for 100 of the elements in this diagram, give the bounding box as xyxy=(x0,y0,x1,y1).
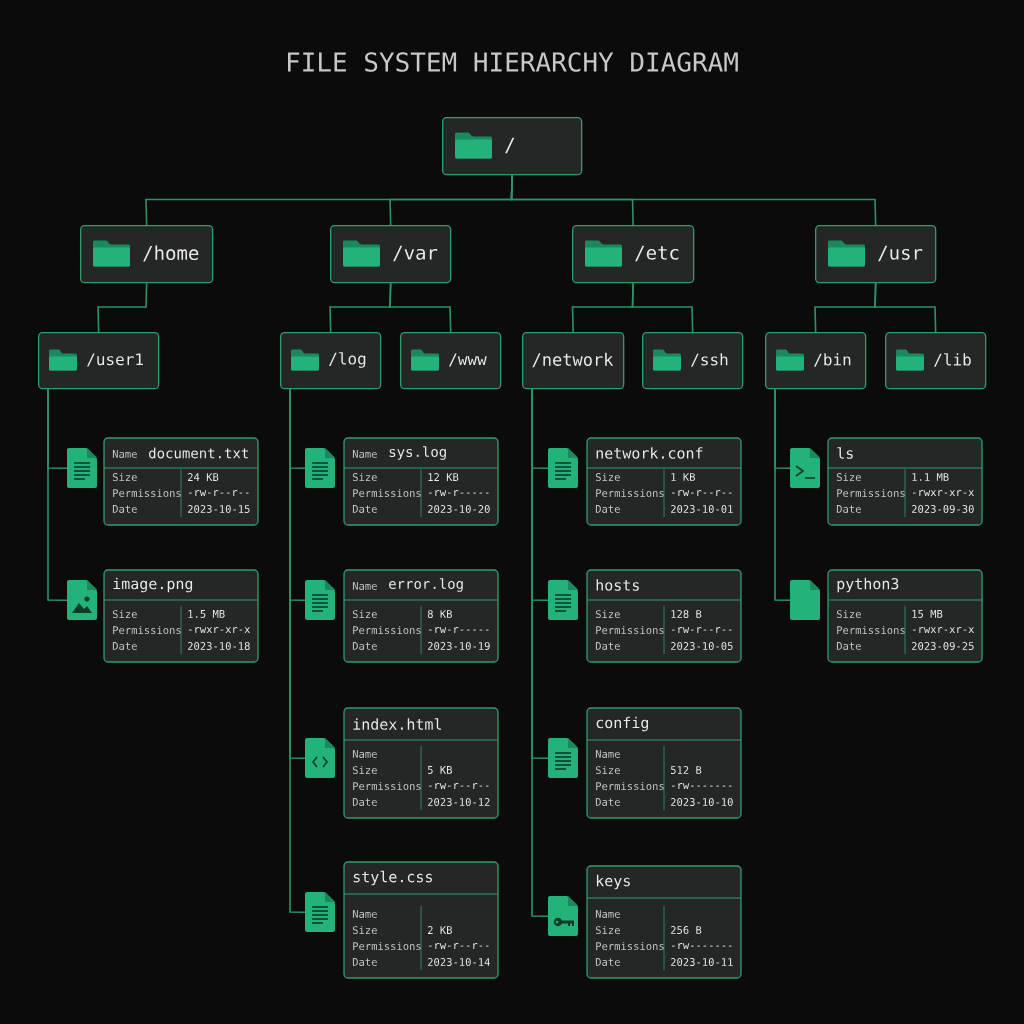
node-label: 2023-10-12 xyxy=(427,798,490,806)
node-label: 2 KB xyxy=(427,926,452,934)
node-label: -rwxr-xr-x xyxy=(189,627,251,633)
node-label: 12 KB xyxy=(428,473,459,481)
node-label: Permissions xyxy=(837,488,905,498)
folder-box: /lib xyxy=(885,332,987,390)
folder-box: /bin xyxy=(765,332,867,390)
node-label: 2023-10-01 xyxy=(671,505,733,513)
node-label: Permissions xyxy=(596,488,664,498)
node-label: Permissions xyxy=(837,625,905,635)
node-label: -rw------- xyxy=(672,943,732,949)
folder-box: /user1 xyxy=(38,332,160,390)
node-label: Size xyxy=(112,609,137,619)
node-label: Size xyxy=(352,472,377,482)
node-label: 15 MB xyxy=(912,610,943,618)
node-label: sys.log xyxy=(389,446,446,460)
folder-box: /log xyxy=(280,332,382,390)
node-label: Name xyxy=(352,582,377,590)
node-label: Size xyxy=(112,472,137,482)
file-card: style.css Name Size 2 KB Permissions -rw-r--r-- Date 2023-10-14 xyxy=(343,861,499,979)
node-label: -rw-r--r-- xyxy=(672,627,732,633)
node-label: error.log xyxy=(389,578,463,592)
node-label: index.html xyxy=(353,718,442,730)
node-label: 256 B xyxy=(671,926,702,934)
node-label: Date xyxy=(836,642,861,650)
connector-line xyxy=(631,282,694,333)
node-label: 5 KB xyxy=(427,766,452,774)
node-label: Permissions xyxy=(353,781,421,791)
node-label: 2023-10-18 xyxy=(187,642,250,650)
node-label: Date xyxy=(595,505,620,513)
node-label: Permissions xyxy=(353,488,421,498)
node-label: Size xyxy=(595,472,620,482)
folder-box: /www xyxy=(400,332,502,390)
node-label: 2023-10-11 xyxy=(671,958,733,966)
node-label: Name xyxy=(595,750,620,758)
node-label: 24 KB xyxy=(187,473,219,481)
node-label: 512 B xyxy=(670,766,702,774)
connector-line xyxy=(289,388,306,913)
node-label: -rw-r--r-- xyxy=(672,490,732,496)
connector-line xyxy=(531,388,549,917)
node-label: -rw-r----- xyxy=(429,627,489,633)
node-label: python3 xyxy=(837,577,899,593)
node-label: Date xyxy=(595,642,620,650)
node-label: Date xyxy=(112,642,137,650)
file-card: Name error.log Size 8 KB Permissions -rw-r----- Date 2023-10-19 xyxy=(343,569,499,663)
node-label: Date xyxy=(352,505,377,513)
file-card: network.conf Size 1 KB Permissions -rw-r--r-- Date 2023-10-01 xyxy=(586,437,742,526)
file-card: Name document.txt Size 24 KB Permissions -rw-r--r-- Date 2023-10-15 xyxy=(103,437,259,526)
node-label: Size xyxy=(595,925,620,935)
node-label: Size xyxy=(836,609,861,619)
node-label: Name xyxy=(595,910,620,918)
node-label: Name xyxy=(112,450,137,458)
connector-line xyxy=(47,388,68,601)
file-card: hosts Size 128 B Permissions -rw-r--r-- Date 2023-10-05 xyxy=(586,569,742,663)
node-label: Permissions xyxy=(113,625,181,635)
node-label: Name xyxy=(352,750,377,758)
node-label: -rwxr-xr-x xyxy=(913,490,975,496)
node-label: Name xyxy=(352,450,377,458)
node-label: Size xyxy=(595,609,620,619)
node-label: style.css xyxy=(353,870,432,886)
node-label: Date xyxy=(352,642,377,650)
node-label: Size xyxy=(352,609,377,619)
node-label: Size xyxy=(352,925,377,935)
node-label: Size xyxy=(352,765,377,775)
node-label: Permissions xyxy=(596,781,664,791)
node-label: 2023-10-10 xyxy=(671,798,733,806)
node-label: network.conf xyxy=(596,447,703,459)
node-label: Date xyxy=(112,505,137,513)
node-label: 2023-10-15 xyxy=(187,505,250,513)
connector-line xyxy=(510,174,877,226)
node-label: 2023-10-05 xyxy=(671,642,733,650)
node-label: Date xyxy=(836,505,861,513)
node-label: Date xyxy=(352,958,377,966)
node-label: 2023-09-25 xyxy=(912,642,974,650)
file-card: index.html Name Size 5 KB Permissions -rw-r--r-- Date 2023-10-12 xyxy=(343,707,499,819)
node-label: -rw-r--r-- xyxy=(189,490,249,496)
node-label: Date xyxy=(595,798,620,806)
file-card: ls Size 1.1 MB Permissions -rwxr-xr-x Date 2023-09-30 xyxy=(827,437,983,526)
node-label: Permissions xyxy=(596,941,664,951)
node-label: 2023-10-14 xyxy=(427,958,490,966)
node-label: 1 KB xyxy=(671,473,695,481)
connector-line xyxy=(389,282,452,333)
node-label: Date xyxy=(352,798,377,806)
file-card: Name sys.log Size 12 KB Permissions -rw-r----- Date 2023-10-20 xyxy=(343,437,499,526)
node-label: 2023-10-19 xyxy=(427,642,490,650)
node-label: 1.5 MB xyxy=(188,610,225,618)
node-label: Size xyxy=(836,472,861,482)
node-label: -rw------- xyxy=(672,783,732,789)
node-label: 2023-09-30 xyxy=(912,505,974,513)
node-label: Permissions xyxy=(353,625,421,635)
node-label: 2023-10-20 xyxy=(427,505,490,513)
node-label: 1.1 MB xyxy=(912,473,949,481)
file-card: python3 Size 15 MB Permissions -rwxr-xr-x Date 2023-09-25 xyxy=(827,569,983,663)
node-label: Permissions xyxy=(596,625,664,635)
connector-line xyxy=(874,282,937,333)
node-label: Permissions xyxy=(353,941,421,951)
folder-box: /network xyxy=(522,332,625,390)
connector-line xyxy=(774,388,791,601)
node-label: Size xyxy=(595,765,620,775)
node-label: hosts xyxy=(596,579,639,591)
